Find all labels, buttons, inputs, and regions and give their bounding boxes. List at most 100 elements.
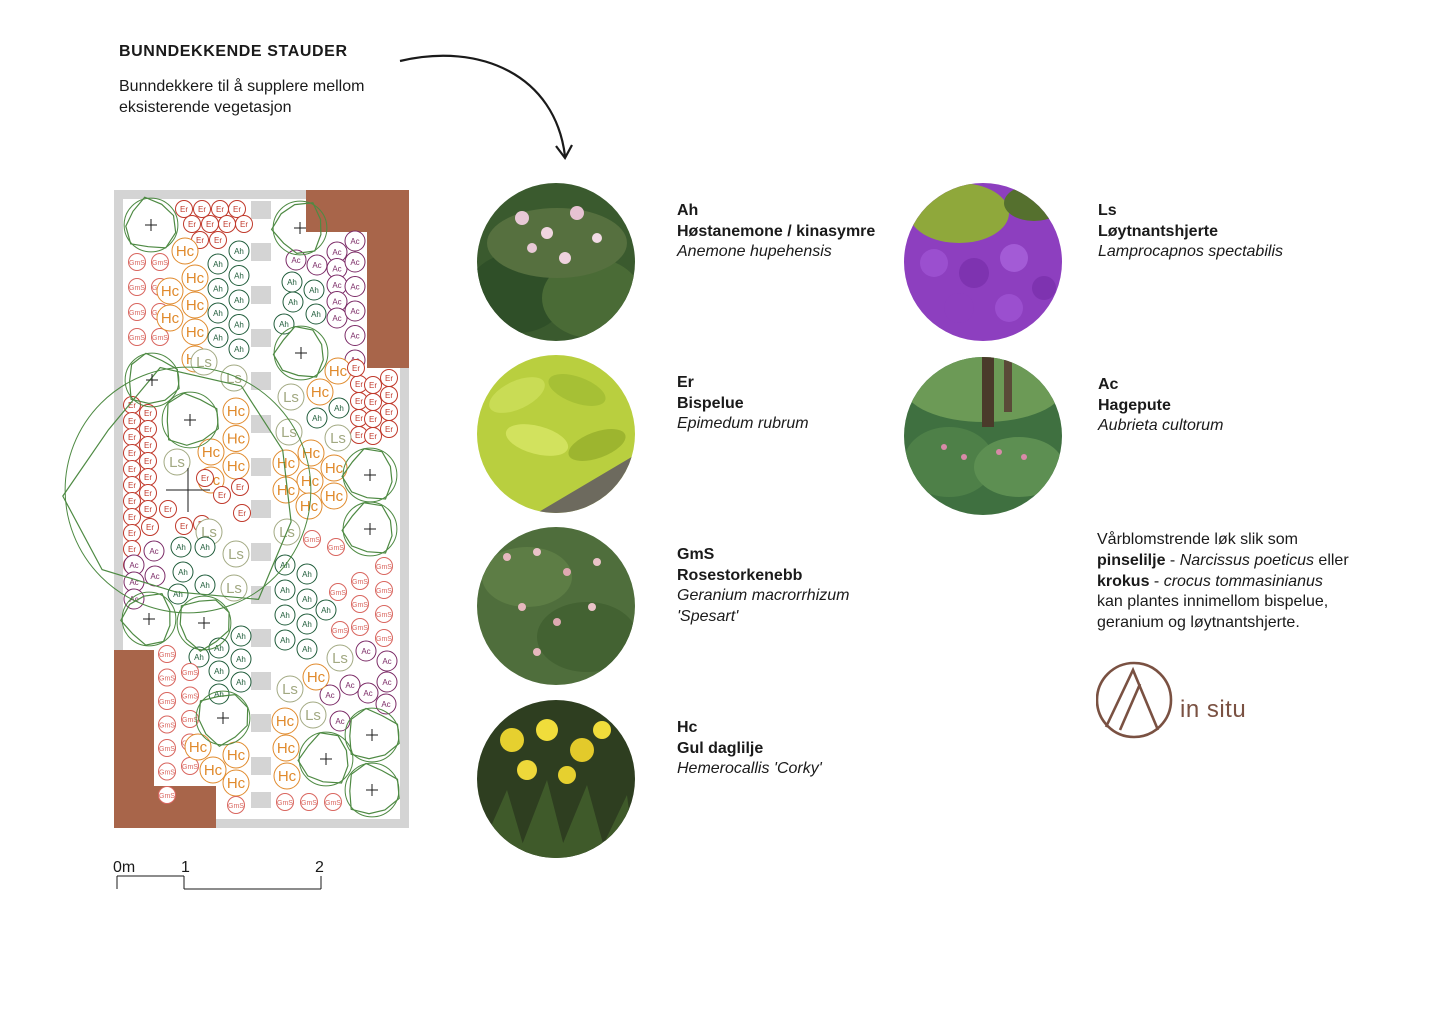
plan-symbol-label: Ah: [302, 570, 312, 579]
plan-symbol-label: GmS: [159, 652, 175, 659]
plan-symbol-label: Ac: [129, 561, 138, 570]
plan-symbol-label: Hc: [176, 243, 195, 260]
plant-code: GmS: [677, 546, 715, 563]
plan-symbol-label: Hc: [189, 739, 208, 756]
plan-symbol-label: GmS: [152, 335, 168, 342]
plan-symbol-ac: Ac: [329, 710, 351, 732]
plant-photo-er: [477, 355, 635, 513]
plan-symbol-label: Er: [223, 220, 231, 229]
plan-symbol-label: Hc: [161, 310, 180, 327]
plan-symbol-label: Er: [128, 449, 136, 458]
plan-symbol-label: Ah: [309, 286, 319, 295]
plan-symbol-ah: Ah: [328, 397, 350, 419]
plant-latin-name: Lamprocapnos spectabilis: [1098, 243, 1283, 260]
plan-symbol-gms: GmS: [375, 581, 393, 599]
plan-symbol-label: Ac: [350, 258, 359, 267]
plan-symbol-label: Er: [128, 465, 136, 474]
plan-symbol-label: Hc: [277, 482, 296, 499]
plan-symbol-label: Ah: [287, 278, 297, 287]
plan-symbol-label: Ac: [291, 256, 300, 265]
plan-symbol-label: Hc: [278, 768, 297, 785]
plan-symbol-label: Ah: [311, 310, 321, 319]
plan-symbol-hc: Hc: [272, 734, 300, 762]
plan-symbol-label: Ah: [214, 690, 224, 699]
plan-symbol-gms: GmS: [227, 796, 245, 814]
plan-symbol-er: Er: [364, 427, 382, 445]
plan-symbol-hc: Hc: [184, 733, 212, 761]
plan-symbol-gms: GmS: [158, 786, 176, 804]
plan-symbol-label: Ac: [363, 689, 372, 698]
plan-symbol-er: Er: [175, 200, 193, 218]
plan-symbol-label: GmS: [129, 335, 145, 342]
plan-symbol-label: Er: [240, 220, 248, 229]
plan-symbol-ah: Ah: [296, 638, 318, 660]
plan-symbol-ah: Ah: [274, 579, 296, 601]
stepping-stone: [251, 792, 271, 808]
plan-symbol-label: Ac: [382, 678, 391, 687]
plan-symbol-label: Er: [128, 513, 136, 522]
plan-symbol-gms: GmS: [158, 739, 176, 757]
bulb-separator: -: [1165, 551, 1180, 569]
plan-symbol-label: Ac: [332, 298, 341, 307]
plan-symbol-ah: Ah: [188, 646, 210, 668]
plan-symbol-ah: Ah: [296, 588, 318, 610]
brick-planter: [114, 650, 154, 786]
plan-symbol-ah: Ah: [274, 629, 296, 651]
plan-symbol-label: Hc: [325, 488, 344, 505]
plan-symbol-er: Er: [175, 517, 193, 535]
plan-symbol-ac: Ac: [355, 640, 377, 662]
plan-symbol-label: GmS: [277, 800, 293, 807]
plan-symbol-ah: Ah: [170, 536, 192, 558]
plan-symbol-gms: GmS: [351, 595, 369, 613]
stepping-stone: [251, 243, 271, 261]
plan-symbol-ls: Ls: [326, 644, 354, 672]
plan-symbol-er: Er: [123, 524, 141, 542]
plan-symbol-ah: Ah: [230, 625, 252, 647]
plan-symbol-label: GmS: [352, 625, 368, 632]
plan-symbol-label: GmS: [159, 676, 175, 683]
plan-symbol-label: Ac: [350, 283, 359, 292]
plan-symbol-ls: Ls: [324, 424, 352, 452]
plant-latin-name: Geranium macrorrhizum: [677, 587, 850, 604]
plan-symbol-label: Ls: [196, 354, 212, 371]
plan-symbol-gms: GmS: [128, 328, 146, 346]
plan-symbol-label: Ah: [236, 632, 246, 641]
plan-symbol-label: Ac: [335, 717, 344, 726]
plan-symbol-label: Er: [385, 391, 393, 400]
plan-symbol-ah: Ah: [230, 648, 252, 670]
stepping-stone: [251, 543, 271, 561]
plan-symbol-gms: GmS: [303, 530, 321, 548]
tree-symbol: [341, 501, 398, 557]
plan-symbol-label: Er: [144, 425, 152, 434]
plan-symbol-ah: Ah: [207, 327, 229, 348]
plan-symbol-label: GmS: [182, 670, 198, 677]
plan-symbol-label: Er: [214, 236, 222, 245]
plan-symbol-hc: Hc: [197, 438, 225, 466]
plan-symbol-er: Er: [347, 359, 365, 377]
plan-symbol-label: Er: [128, 401, 136, 410]
plan-symbol-label: Ac: [345, 681, 354, 690]
plan-symbol-label: Ls: [305, 707, 321, 724]
plan-symbol-label: GmS: [159, 793, 175, 800]
plan-symbol-gms: GmS: [327, 538, 345, 556]
plan-symbol-label: Ac: [381, 700, 390, 709]
plan-symbol-label: Hc: [277, 455, 296, 472]
plan-symbol-label: GmS: [301, 800, 317, 807]
plan-symbol-label: Er: [196, 236, 204, 245]
plan-symbol-er: Er: [211, 200, 229, 218]
plan-symbol-label: Hc: [276, 713, 295, 730]
plan-symbol-label: Hc: [227, 403, 246, 420]
plan-symbol-gms: GmS: [158, 715, 176, 734]
plan-symbol-er: Er: [209, 231, 227, 249]
stepping-stone: [251, 458, 271, 476]
plan-symbol-label: Er: [385, 408, 393, 417]
plan-symbol-hc: Hc: [171, 237, 199, 265]
plan-symbol-label: Er: [369, 432, 377, 441]
plan-symbol-er: Er: [139, 420, 157, 438]
plan-symbol-hc: Hc: [199, 756, 227, 784]
plan-symbol-er: Er: [123, 428, 141, 446]
plan-symbol-ac: Ac: [344, 230, 366, 252]
plan-symbol-label: Ah: [214, 667, 224, 676]
plan-symbol-label: Er: [369, 381, 377, 390]
plan-symbol-label: Ah: [334, 404, 344, 413]
